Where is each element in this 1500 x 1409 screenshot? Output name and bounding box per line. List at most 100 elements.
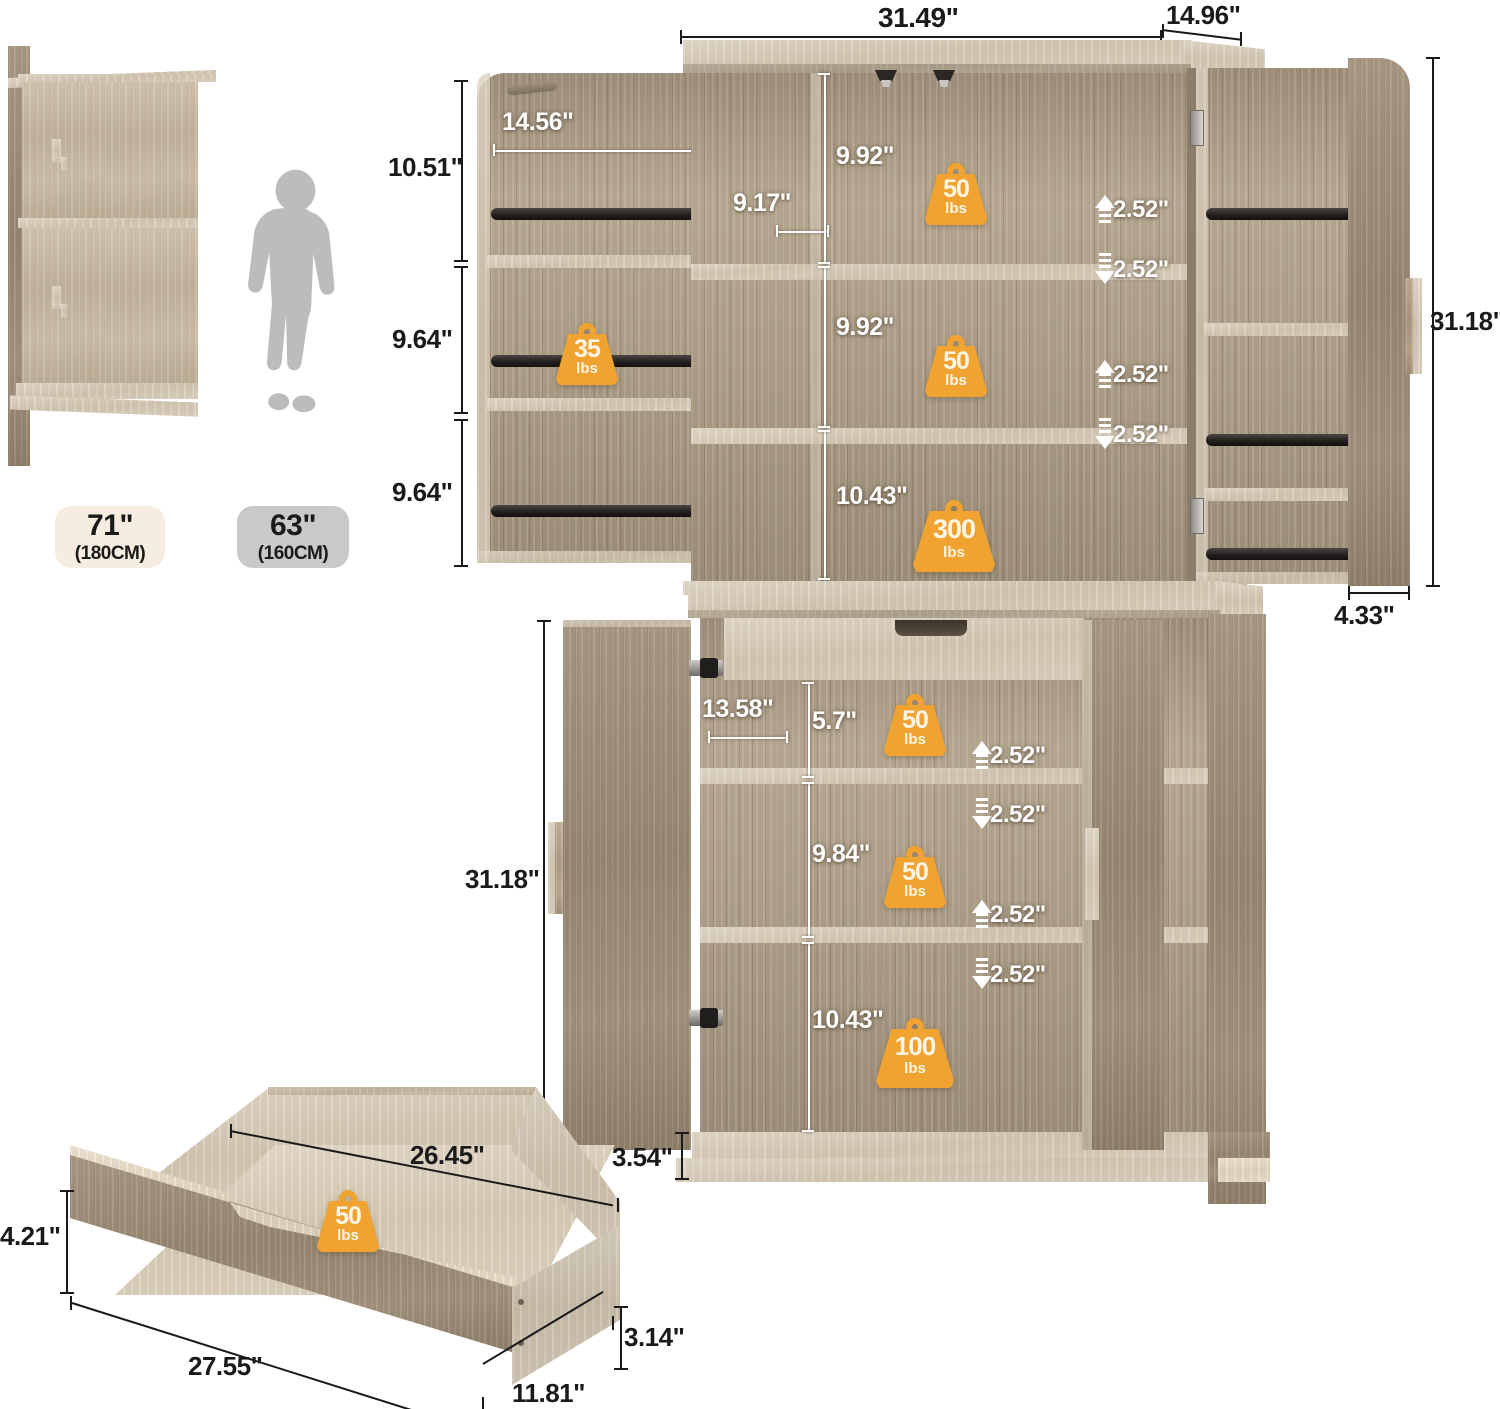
weight-body-icon: [876, 1029, 954, 1088]
upper-unit-group: 31.49" 14.96" 14.56": [0, 0, 1500, 640]
closed-cabinet-illustration: [8, 38, 216, 474]
upper-weight-badge-1: 50 lbs: [925, 163, 987, 225]
upper-gap-dim-line-1: [824, 73, 826, 264]
upper-right-door-shelf-1: [1204, 323, 1362, 336]
upper-adjust-arrow-up-2: [1095, 360, 1115, 391]
closed-cabinet-upper-right-door: [104, 82, 198, 218]
upper-right-door-outer-face: [1348, 58, 1410, 586]
lower-unit-group: 31.18" 13.58" 5.7" 9.84" 10.43" 50 lbs 5…: [0, 560, 1500, 1240]
left-door-shelf-width-label: 14.56": [502, 108, 574, 136]
upper-adjust-arrow-down-1: [1095, 253, 1115, 284]
left-door-tier-dim-line-3: [461, 419, 463, 567]
lower-weight-badge-3: 100 lbs: [876, 1018, 954, 1088]
left-door-tier-1-label: 10.51": [388, 152, 463, 182]
left-door-tier-dim-line-2: [461, 266, 463, 414]
lower-left-door: [563, 620, 691, 1150]
upper-shelf-2: [691, 428, 1187, 444]
upper-width-label: 31.49": [878, 2, 959, 33]
lower-adjust-label-3: 2.52": [990, 901, 1046, 928]
upper-adjust-label-3: 2.52": [1113, 361, 1169, 388]
drawer-side-height-dim-line: [620, 1306, 622, 1370]
lower-side-height-dim-line: [543, 620, 545, 1148]
upper-adjust-label-1: 2.52": [1113, 196, 1169, 223]
upper-width-dim-line: [680, 36, 1162, 38]
lower-gap-1-label: 5.7": [812, 707, 857, 735]
scale-reference-group: 71" (180CM) 63" (160CM): [0, 0, 470, 600]
weight-body-icon: [317, 1201, 379, 1252]
lower-right-door-handle: [1085, 828, 1099, 920]
upper-right-door: [1190, 68, 1371, 584]
upper-left-door-shelf-1: [487, 255, 717, 268]
person-silhouette-icon: [248, 169, 335, 413]
upper-door-depth-label: 4.33": [1334, 600, 1395, 630]
upper-right-door-rail-3: [1206, 548, 1360, 560]
lower-adjust-arrow-down-2: [972, 958, 992, 989]
weight-body-icon: [925, 346, 987, 397]
upper-weight-badge-2: 50 lbs: [925, 335, 987, 397]
weight-body-icon: [556, 334, 618, 385]
upper-right-door-shelf-2: [1204, 488, 1362, 501]
lower-gap-dim-line-2: [808, 782, 810, 938]
drawer-detail-group: 50 lbs 26.45" 4.21" 27.55" 3.14" 11.81": [0, 1040, 700, 1409]
cabinet-height-badge: 71" (180CM): [55, 506, 165, 568]
upper-shelf-1: [691, 264, 1187, 280]
weight-body-icon: [884, 857, 946, 908]
upper-depth-label: 14.96": [1166, 0, 1241, 30]
weight-body-icon: [913, 511, 995, 572]
lower-adjust-arrow-up-2: [972, 900, 992, 931]
upper-gap-1-label: 9.92": [836, 142, 895, 170]
upper-gap-2-label: 9.92": [836, 313, 895, 341]
lower-gap-2-label: 9.84": [812, 840, 871, 868]
lower-cabinet-top: [688, 581, 1220, 614]
upper-side-height-dim-line: [1432, 57, 1434, 587]
lower-gap-3-label: 10.43": [812, 1006, 884, 1034]
lower-weight-badge-1: 50 lbs: [884, 694, 946, 756]
plinth-height-label: 3.54": [612, 1142, 673, 1172]
upper-right-door-rail-2: [1206, 434, 1360, 446]
lower-adjust-label-4: 2.52": [990, 961, 1046, 988]
closed-cabinet-lower-left-door: [22, 228, 105, 383]
upper-right-door-hinge-bottom: [1190, 498, 1204, 534]
lower-adjust-arrow-down-1: [972, 798, 992, 829]
left-door-weight-badge: 35 lbs: [556, 323, 618, 385]
drawer-illustration: 50 lbs: [40, 1085, 640, 1385]
weight-body-icon: [925, 174, 987, 225]
lower-shelf-2: [700, 927, 1208, 943]
upper-right-door-hinge-top: [1190, 110, 1204, 146]
lower-adjust-arrow-up-1: [972, 741, 992, 772]
drawer-front-height-label: 4.21": [0, 1221, 61, 1251]
lower-gap-dim-line-1: [808, 682, 810, 778]
plinth-height-dim-line: [681, 1132, 683, 1180]
lower-gap-dim-line-3: [808, 942, 810, 1132]
drawer-side-height-label: 3.14": [624, 1322, 685, 1352]
upper-left-door-shelf-2: [487, 398, 717, 411]
drawer-weight-badge: 50 lbs: [317, 1190, 379, 1252]
lower-shelf-1: [700, 768, 1208, 784]
upper-gap-dim-line-2: [824, 266, 826, 428]
upper-weight-badge-3: 300 lbs: [913, 500, 995, 572]
upper-adjust-label-4: 2.52": [1113, 421, 1169, 448]
drawer-front-height-dim-line: [66, 1190, 68, 1294]
lower-adjust-label-2: 2.52": [990, 801, 1046, 828]
lower-weight-badge-2: 50 lbs: [884, 846, 946, 908]
person-height-cm: (160CM): [257, 543, 329, 565]
lower-side-height-label: 31.18": [465, 864, 540, 894]
upper-left-door: 14.56" 35 lbs: [477, 73, 727, 563]
upper-adjust-arrow-up-1: [1095, 195, 1115, 226]
drawer-inner-length-label: 26.45": [410, 1140, 485, 1170]
upper-door-depth-dim-line: [1348, 592, 1410, 594]
cabinet-height-inches: 71": [86, 508, 134, 542]
drawer-depth-label: 11.81": [512, 1378, 585, 1408]
left-door-tier-dim-line-1: [461, 80, 463, 262]
upper-right-door-handle: [1410, 278, 1422, 374]
weight-body-icon: [884, 705, 946, 756]
closed-cabinet-upper-left-door: [22, 82, 105, 218]
upper-gap-dim-line-3: [824, 430, 826, 580]
upper-adjust-arrow-down-2: [1095, 418, 1115, 449]
lower-right-door: [1082, 620, 1164, 1150]
upper-left-door-rail-1: [491, 208, 713, 220]
left-door-tier-3-label: 9.64": [392, 477, 453, 507]
person-height-badge: 63" (160CM): [237, 506, 349, 568]
interior-left-column-label: 9.17": [733, 189, 792, 217]
